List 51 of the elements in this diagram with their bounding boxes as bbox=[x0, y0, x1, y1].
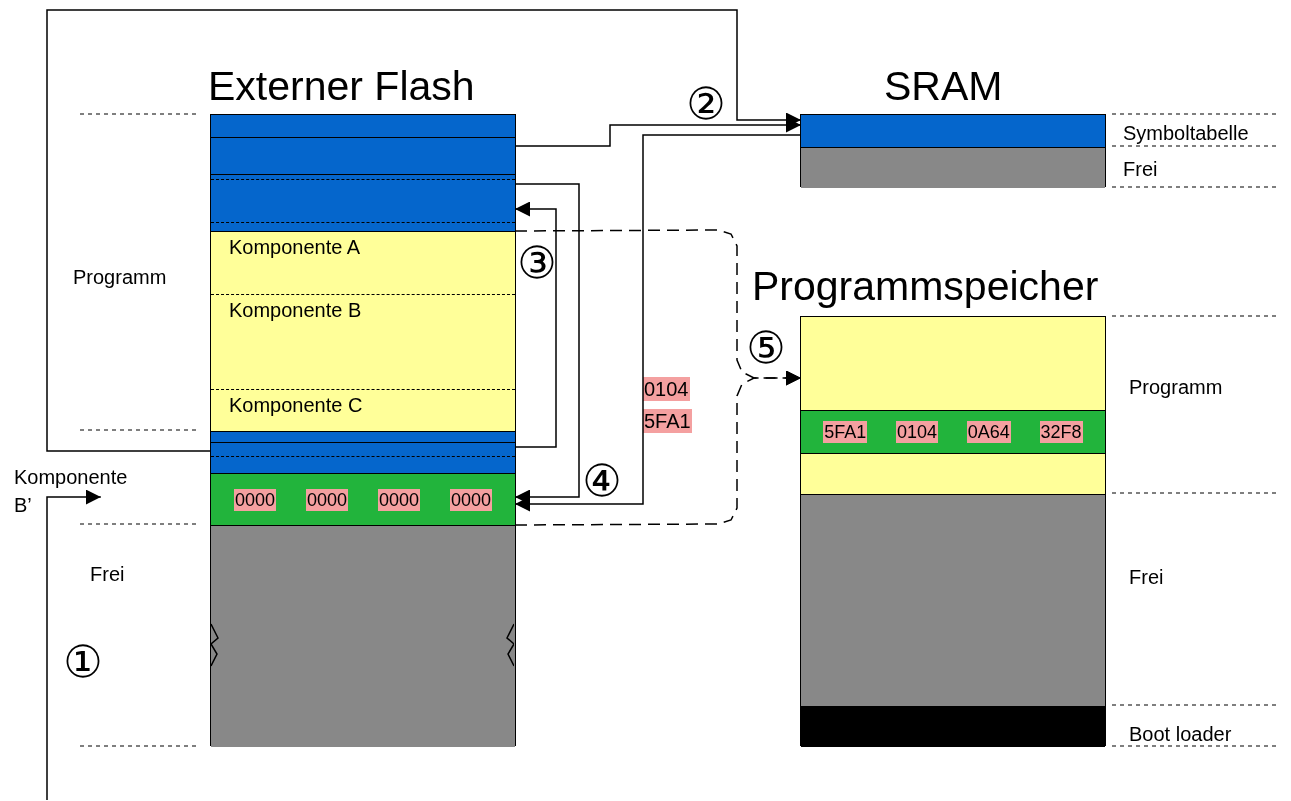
memory-segment bbox=[211, 115, 515, 137]
arrow bbox=[514, 201, 557, 448]
free-memory-segment bbox=[801, 147, 1105, 188]
hex-address: 0A64 bbox=[966, 421, 1011, 443]
region-label: Frei bbox=[1129, 565, 1164, 589]
arrow bbox=[514, 134, 802, 512]
memory-segment bbox=[211, 431, 515, 442]
region-label: Symboltabelle bbox=[1123, 121, 1249, 145]
step-number: ⑤ bbox=[746, 324, 786, 372]
component-segment bbox=[211, 231, 515, 294]
hex-address: 0000 bbox=[233, 488, 276, 511]
memory-segment bbox=[801, 115, 1105, 147]
region-label: Programm bbox=[73, 265, 167, 289]
arrow bbox=[46, 489, 102, 801]
memory-title: SRAM bbox=[884, 62, 1003, 110]
component-name: Komponente B bbox=[229, 299, 362, 322]
program-segment bbox=[801, 453, 1105, 494]
free-memory-segment bbox=[801, 494, 1105, 706]
address-table-segment bbox=[211, 473, 515, 525]
component-name: Komponente A bbox=[229, 236, 361, 259]
free-memory-segment bbox=[211, 525, 515, 747]
hex-address: 0104 bbox=[643, 377, 690, 401]
step-number: ④ bbox=[582, 457, 622, 505]
address-table-segment bbox=[801, 410, 1105, 453]
dashed-arrow bbox=[514, 370, 802, 526]
memory-segment bbox=[211, 442, 515, 473]
hex-address: 5FA1 bbox=[643, 409, 692, 433]
boot-loader-segment bbox=[801, 706, 1105, 747]
hex-address: 0104 bbox=[896, 421, 939, 443]
memory-segment bbox=[211, 174, 515, 231]
component-segment bbox=[211, 389, 515, 431]
component-segment bbox=[211, 294, 515, 389]
hex-address: 0000 bbox=[305, 488, 348, 511]
program-segment bbox=[801, 317, 1105, 410]
memory-title: Externer Flash bbox=[208, 62, 475, 110]
component-label: Komponente B’ bbox=[14, 463, 138, 519]
memory-segment bbox=[211, 137, 515, 174]
hex-address: 32F8 bbox=[1039, 421, 1083, 443]
region-label: Boot loader bbox=[1129, 722, 1232, 746]
arrow bbox=[46, 9, 802, 452]
region-label: Frei bbox=[1123, 157, 1158, 181]
region-label: Programm bbox=[1129, 375, 1223, 399]
component-name: Komponente C bbox=[229, 394, 363, 417]
hex-address: 0000 bbox=[377, 488, 420, 511]
step-number: ③ bbox=[517, 239, 557, 287]
region-label: Frei bbox=[90, 562, 125, 586]
step-number: ② bbox=[686, 80, 726, 128]
hex-address: 5FA1 bbox=[823, 421, 868, 443]
step-number: ① bbox=[63, 638, 103, 686]
hex-address: 0000 bbox=[449, 488, 492, 511]
memory-title: Programmspeicher bbox=[752, 262, 1099, 310]
